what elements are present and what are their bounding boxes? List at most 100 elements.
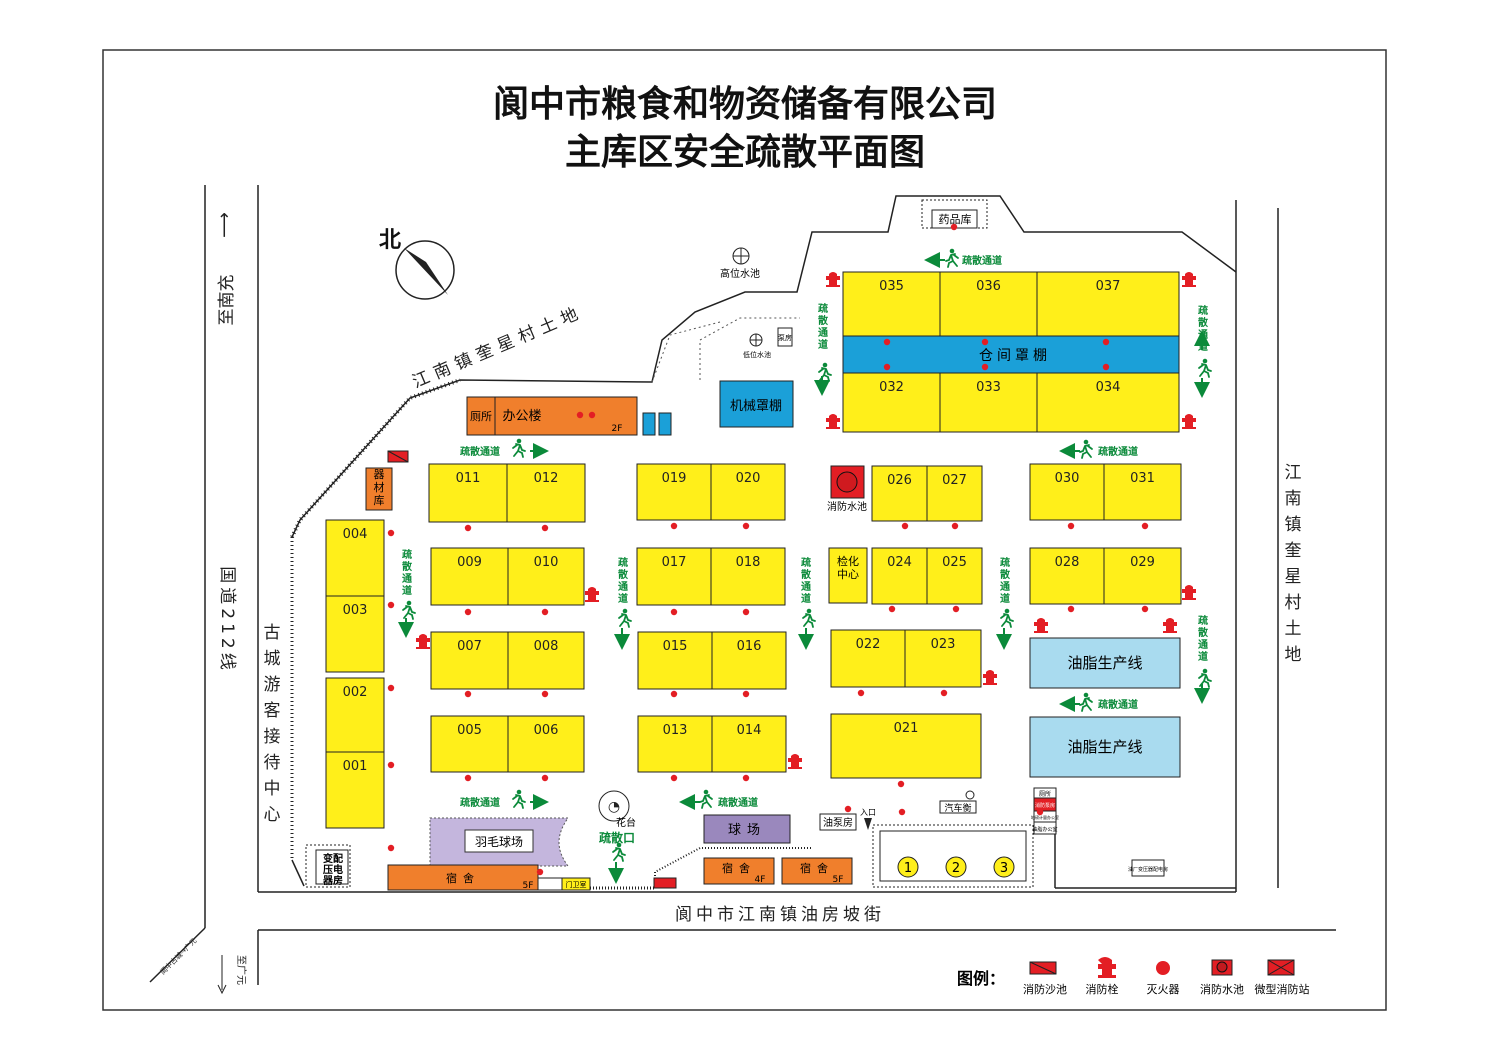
oil-tank-3: 3	[1000, 861, 1008, 876]
extinguisher-icon	[844, 805, 852, 813]
site-boundary	[291, 195, 1237, 538]
oil-tank-2: 2	[952, 861, 960, 876]
road-to-guangyuan: 至广元	[235, 955, 247, 985]
small-oil-transformer: 油厂变压器配电房	[1128, 866, 1168, 873]
warehouse-005	[430, 715, 509, 773]
extinguisher-icon	[536, 868, 544, 876]
hydrant-icon	[826, 272, 840, 287]
dorm-3-floor: 5F	[833, 875, 844, 885]
map-title-line1: 阆中市粮食和物资储备有限公司	[493, 84, 997, 125]
extinguisher-icon	[1141, 522, 1149, 530]
small-fire-pump: 消防泵房	[1035, 802, 1055, 809]
dorm-1: 宿舍	[446, 871, 480, 885]
warehouse-023	[904, 629, 982, 688]
extinguisher-icon	[981, 363, 989, 371]
evac-route-label: 疏散通道	[402, 548, 413, 597]
legend: 图例： 消防沙池 消防栓 灭火器 消防水池 微型消防站	[957, 957, 1310, 996]
hydrant-icon	[1163, 618, 1177, 633]
warehouse-label-019: 019	[662, 471, 687, 486]
extinguisher-icon	[742, 522, 750, 530]
oil-tank-1: 1	[904, 861, 912, 876]
extinguisher-icon	[541, 774, 549, 782]
right-land-label: 江南镇奎星村土地	[1285, 463, 1310, 665]
extinguisher-icon	[387, 529, 395, 537]
extinguisher-icon	[981, 338, 989, 346]
road-to-nanchong: 至南充	[217, 275, 237, 326]
warehouse-025	[926, 547, 983, 605]
extinguisher-icon	[387, 601, 395, 609]
running-man-icon	[818, 362, 832, 382]
warehouse-031	[1103, 463, 1182, 521]
small-scale-office: 地磅计量办公室	[1031, 814, 1059, 820]
extinguisher-icon	[387, 844, 395, 852]
extinguisher-icon	[742, 774, 750, 782]
extinguisher-icon	[1102, 363, 1110, 371]
extinguisher-icon	[670, 774, 678, 782]
extinguisher-icon	[670, 522, 678, 530]
micro-fire-station	[653, 877, 677, 889]
warehouse-001	[325, 751, 385, 829]
road-bottom-street: 阆中市江南镇油房坡街	[675, 905, 885, 925]
warehouse-label-029: 029	[1130, 555, 1155, 570]
extinguisher-icon	[1067, 605, 1075, 613]
warehouse-label-008: 008	[534, 639, 559, 654]
warehouse-003	[325, 595, 385, 673]
extinguisher-icon	[464, 608, 472, 616]
legend-heading: 图例：	[957, 969, 1005, 988]
running-man-icon	[802, 608, 816, 628]
running-man-icon	[699, 789, 713, 809]
fire-pool-label: 消防水池	[827, 500, 867, 513]
extinguisher-icon	[1067, 522, 1075, 530]
toilet-label: 厕所	[470, 410, 492, 423]
warehouse-label-010: 010	[534, 555, 559, 570]
warehouse-label-032: 032	[879, 380, 904, 395]
hydrant-icon	[983, 670, 997, 685]
pharmacy: 药品库	[939, 213, 972, 226]
evac-route-label: 疏散通道	[618, 556, 629, 605]
ball-court: 球场	[728, 823, 766, 838]
evac-route-label: 疏散通道	[1198, 614, 1209, 663]
extinguisher-icon	[1102, 338, 1110, 346]
extinguisher-icon	[464, 690, 472, 698]
warehouse-label-022: 022	[856, 637, 881, 652]
running-man-icon	[512, 789, 526, 809]
warehouse-label-004: 004	[343, 527, 368, 542]
extinguisher-icon	[901, 522, 909, 530]
extinguisher-icon	[950, 223, 958, 231]
warehouse-label-025: 025	[942, 555, 967, 570]
warehouse-label-007: 007	[457, 639, 482, 654]
fire-equipment-layer	[387, 223, 1196, 889]
warehouse-label-033: 033	[976, 380, 1001, 395]
warehouse-028	[1029, 547, 1105, 605]
equipment-store: 器材库	[374, 468, 385, 507]
extinguisher-icon	[541, 608, 549, 616]
running-man-icon	[402, 600, 416, 620]
extinguisher-icon	[857, 689, 865, 697]
warehouse-label-028: 028	[1055, 555, 1080, 570]
low-water-pool: 低位水池	[743, 350, 771, 359]
warehouse-024	[871, 547, 928, 605]
extinguisher-icon	[940, 689, 948, 697]
extinguisher-icon	[670, 608, 678, 616]
warehouse-label-015: 015	[663, 639, 688, 654]
warehouse-018	[710, 547, 786, 606]
warehouse-004	[325, 519, 385, 597]
running-man-icon	[945, 248, 959, 268]
warehouse-shed-label: 仓间罩棚	[979, 348, 1051, 364]
hydrant-icon	[1182, 585, 1196, 600]
evac-route-label: 疏散通道	[962, 254, 1002, 267]
extinguisher-icon	[888, 605, 896, 613]
warehouse-shed	[842, 335, 1180, 374]
warehouse-label-036: 036	[976, 279, 1001, 294]
warehouse-013	[637, 715, 713, 773]
hydrant-icon	[788, 754, 802, 769]
oil-line-1: 油脂生产线	[1067, 654, 1142, 672]
transformer-room: 变配压电器房	[322, 852, 343, 887]
warehouse-label-016: 016	[737, 639, 762, 654]
extinguisher-icon	[952, 605, 960, 613]
evac-route-label: 疏散通道	[1000, 556, 1011, 605]
extinguisher-icon	[883, 338, 891, 346]
warehouse-label-006: 006	[534, 723, 559, 738]
warehouse-015	[637, 631, 713, 690]
